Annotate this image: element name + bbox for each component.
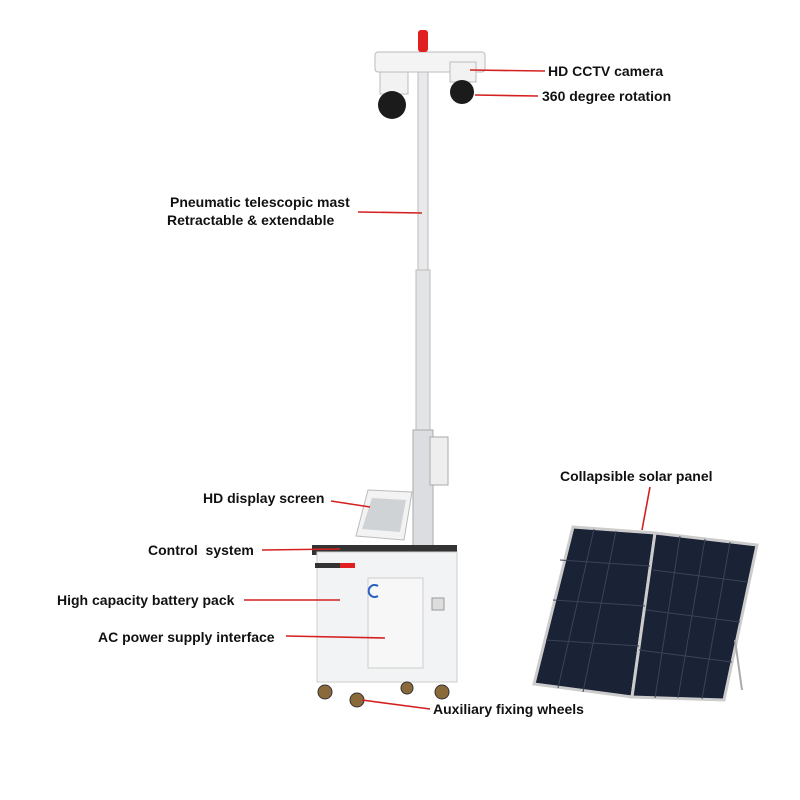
display-screen xyxy=(355,489,413,541)
brand-logo xyxy=(367,584,379,598)
label-wheels: Auxiliary fixing wheels xyxy=(433,701,584,717)
wheels xyxy=(317,681,450,708)
label-ac-power: AC power supply interface xyxy=(98,629,275,645)
label-mast-sub: Retractable & extendable xyxy=(167,212,335,228)
leader-lines xyxy=(244,69,651,710)
label-battery: High capacity battery pack xyxy=(57,592,235,608)
control-cabinet xyxy=(312,545,458,683)
label-cctv-camera: HD CCTV camera xyxy=(548,63,664,79)
label-display: HD display screen xyxy=(203,490,325,506)
label-rotation: 360 degree rotation xyxy=(542,88,672,104)
label-solar: Collapsible solar panel xyxy=(560,468,713,484)
leader-cctv xyxy=(469,69,546,72)
leader-control xyxy=(261,548,341,551)
telescopic-mast xyxy=(412,69,449,551)
cctv-camera-left xyxy=(378,71,409,119)
cctv-camera-right xyxy=(449,61,477,104)
leader-ac xyxy=(285,635,386,639)
leader-display xyxy=(330,500,371,508)
label-mast: Pneumatic telescopic mast xyxy=(170,194,350,210)
beacon-icon xyxy=(418,30,428,52)
leader-wheels xyxy=(361,699,431,710)
leader-rotation xyxy=(474,94,539,97)
solar-panel xyxy=(532,525,759,702)
leader-mast xyxy=(357,211,423,214)
leader-solar xyxy=(641,486,651,531)
label-control: Control system xyxy=(148,542,254,558)
